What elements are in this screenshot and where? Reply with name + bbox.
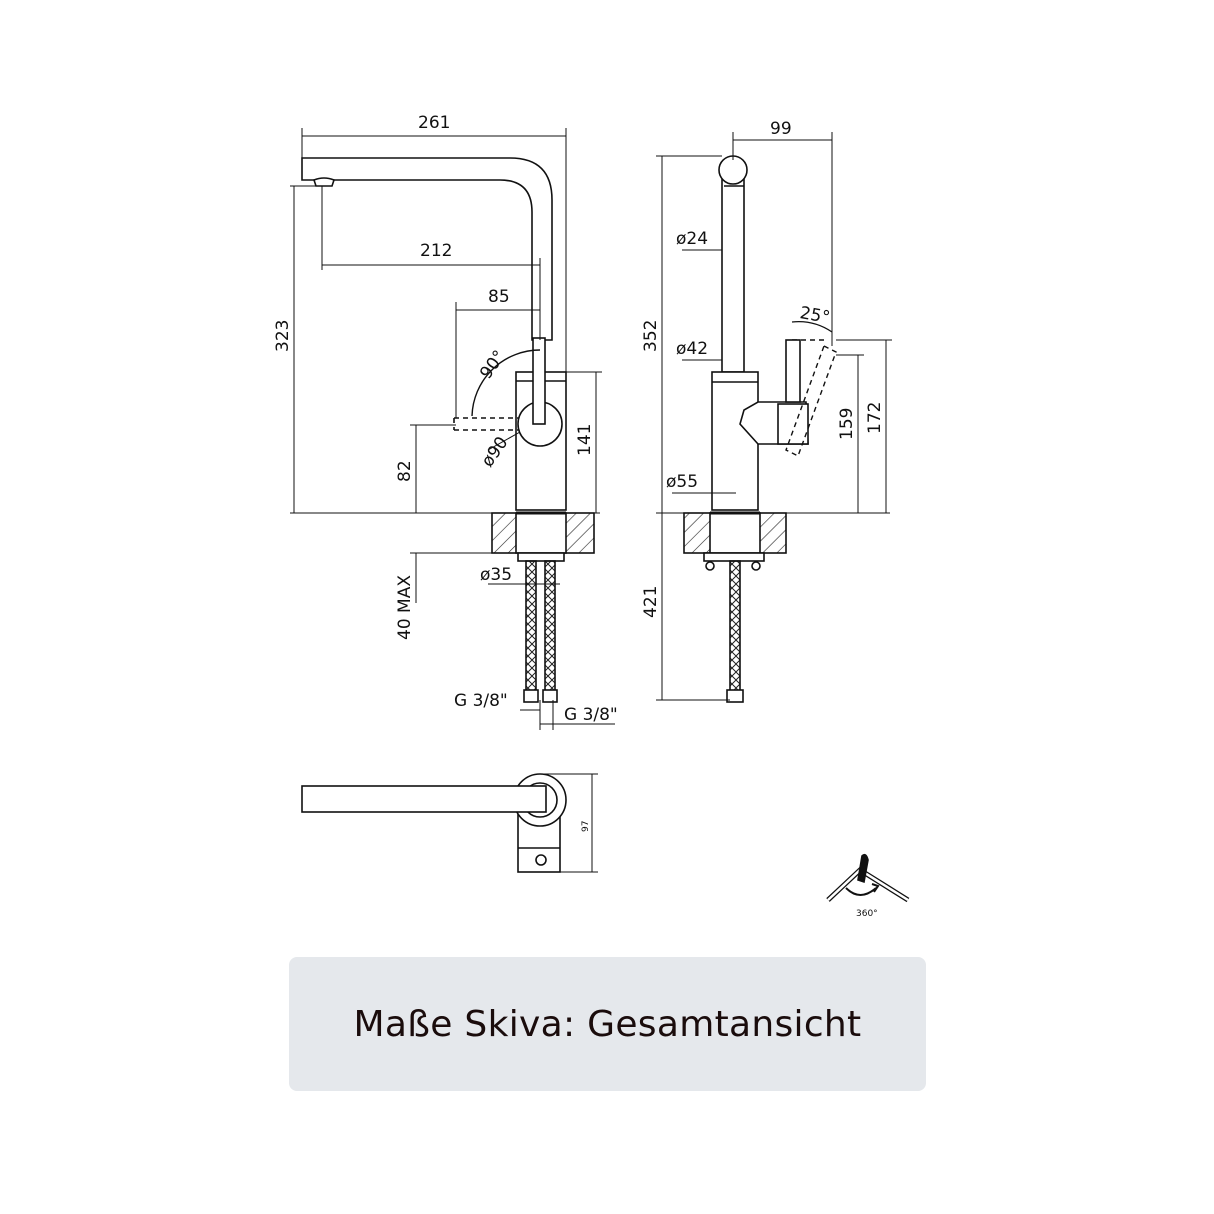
dim-g38-right: G 3/8" [564, 705, 618, 725]
front-handle-stem [532, 337, 546, 425]
top-view [301, 773, 567, 873]
dim-97: 97 [581, 821, 591, 832]
dim-o42: ø42 [676, 339, 708, 359]
dim-o35: ø35 [480, 565, 512, 585]
side-dimensions [656, 132, 892, 701]
side-lever-grip [777, 403, 809, 445]
side-spout-top [718, 155, 748, 185]
front-dimensions [290, 128, 615, 730]
dim-85: 85 [488, 287, 510, 307]
dim-159: 159 [837, 408, 857, 440]
top-spout [301, 785, 547, 813]
rotation-360-icon [826, 853, 910, 903]
dim-82: 82 [395, 460, 415, 482]
dim-40-max: 40 MAX [395, 575, 415, 640]
dim-25-angle: 25° [798, 303, 831, 328]
rotation-label: 360° [856, 909, 878, 919]
dim-421: 421 [641, 586, 661, 618]
dim-141: 141 [575, 424, 595, 456]
caption-text: Maße Skiva: Gesamtansicht [353, 1003, 862, 1045]
dim-o55: ø55 [666, 472, 698, 492]
dim-99: 99 [770, 119, 792, 139]
dim-261: 261 [418, 113, 450, 133]
dim-g38-left: G 3/8" [454, 691, 508, 711]
dim-172: 172 [865, 402, 885, 434]
side-spout-tube [721, 167, 745, 373]
dim-352: 352 [641, 320, 661, 352]
front-hose-left [525, 560, 537, 694]
side-hose [729, 560, 741, 694]
technical-drawing: 261 212 85 90° 323 82 141 ø90 40 MAX ø35… [273, 113, 910, 919]
side-view [683, 155, 837, 703]
dim-323: 323 [273, 320, 293, 352]
top-dimensions [540, 773, 598, 873]
dim-o24: ø24 [676, 229, 708, 249]
dim-90-angle: 90° [476, 347, 510, 383]
side-body [711, 371, 759, 511]
dim-212: 212 [420, 241, 452, 261]
front-hose-right [544, 560, 556, 694]
front-view [301, 157, 595, 703]
front-spout-outlet [313, 177, 335, 187]
caption-box: Maße Skiva: Gesamtansicht [289, 957, 926, 1091]
